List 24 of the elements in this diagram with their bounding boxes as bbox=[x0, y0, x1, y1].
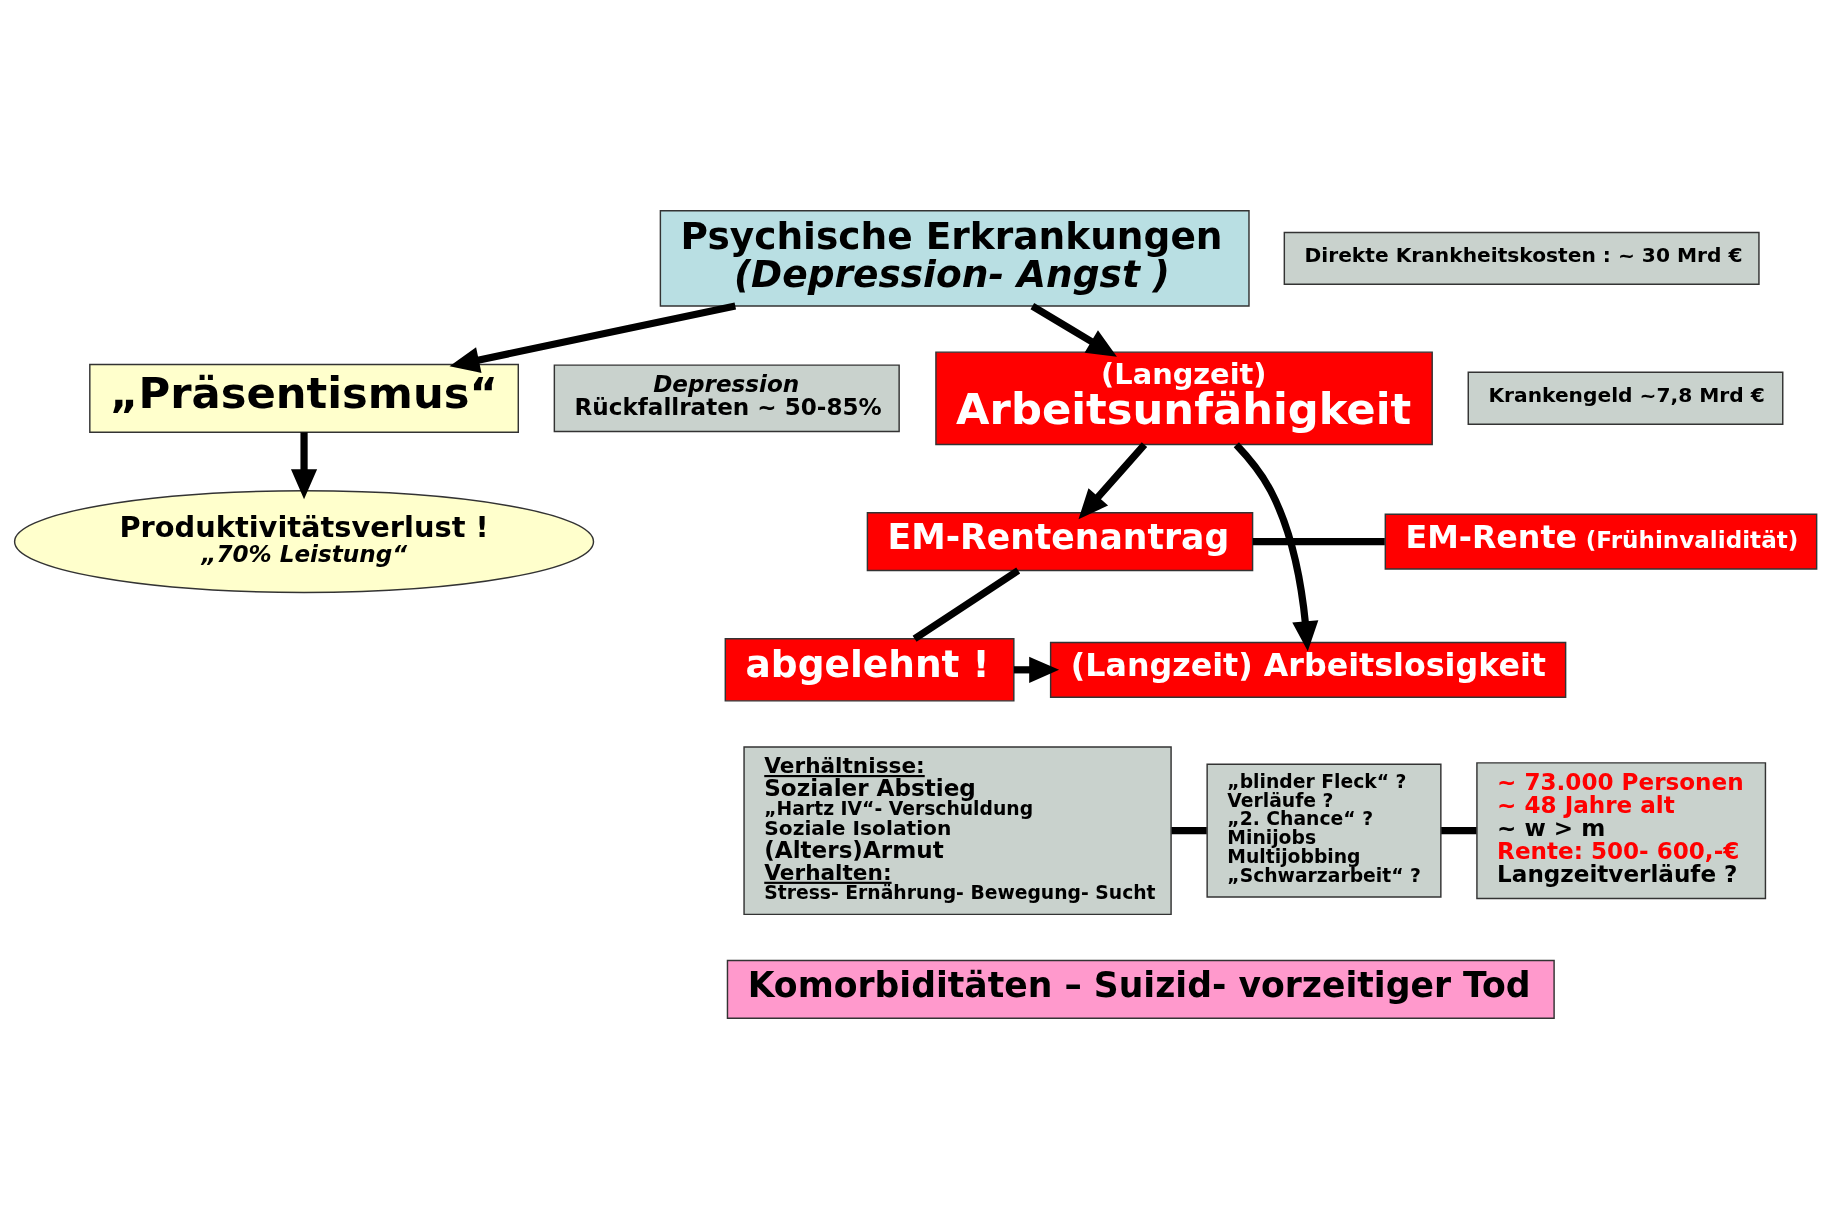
node-box: EM-Rentenantrag bbox=[866, 511, 1254, 571]
node-box: Verhältnisse: Sozialer Abstieg „Hartz IV“- Verschuldung Soziale Isolation (Alters)Armut Verhalten: Stress- Ernährung- Bewegung- Sucht bbox=[743, 745, 1172, 915]
arrow bbox=[1078, 441, 1148, 519]
node-box: Psychische Erkrankungen (Depression- Angst ) bbox=[659, 209, 1250, 307]
node-box: Depression Rückfallraten ~ 50-85% bbox=[553, 363, 900, 432]
arrow bbox=[1030, 302, 1117, 357]
node-ellipse: Produktivitätsverlust ! „70% Leistung“ bbox=[13, 489, 595, 593]
node-box: Krankengeld ~7,8 Mrd € bbox=[1467, 371, 1784, 425]
node-box: „Präsentismus“ bbox=[89, 363, 519, 433]
node-box: ~ 73.000 Personen ~ 48 Jahre alt ~ w > m Rente: 500- 600,-€ Langzeitverläufe ? bbox=[1476, 761, 1767, 899]
connector bbox=[1252, 537, 1385, 545]
arrow bbox=[1013, 656, 1060, 683]
node-box: (Langzeit) Arbeitslosigkeit bbox=[1049, 641, 1567, 698]
node-box: Komorbiditäten – Suizid- vorzeitiger Tod bbox=[726, 959, 1555, 1019]
node-box: abgelehnt ! bbox=[724, 637, 1015, 702]
arrow bbox=[290, 431, 318, 499]
node-box: EM-Rente (Frühinvalidität) bbox=[1384, 513, 1818, 570]
connector bbox=[1441, 826, 1477, 834]
connector bbox=[1171, 826, 1207, 834]
node-box: „blinder Fleck“ ? Verläufe ? „2. Chance“ ? Minijobs Multijobbing „Schwarzarbeit“ ? bbox=[1206, 763, 1442, 898]
node-box: (Langzeit) Arbeitsunfähigkeit bbox=[935, 350, 1433, 445]
arrow bbox=[1233, 441, 1319, 651]
node-box: Direkte Krankheitskosten : ~ 30 Mrd € bbox=[1283, 231, 1760, 285]
connector bbox=[912, 567, 1021, 642]
